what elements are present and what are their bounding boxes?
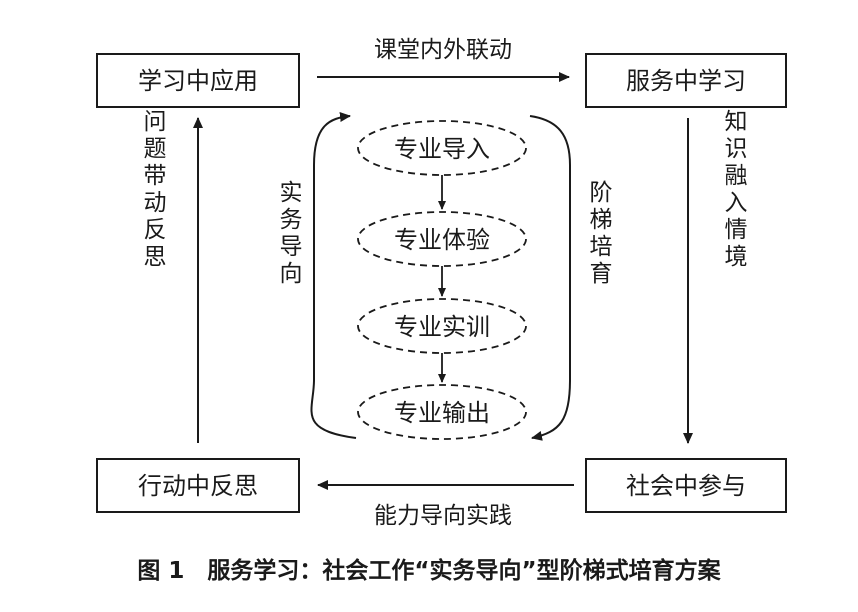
figure-caption: 图 1 服务学习：社会工作“实务导向”型阶梯式培育方案 — [137, 557, 721, 584]
stage-3: 专业实训 — [357, 298, 527, 354]
box-bottom-right-label: 社会中参与 — [626, 472, 746, 500]
top-edge-label: 课堂内外联动 — [374, 37, 512, 63]
box-top-right: 服务中学习 — [585, 53, 787, 108]
inner-left-vertical-label: 实务导向 — [275, 180, 302, 288]
box-top-left: 学习中应用 — [96, 53, 300, 108]
stage-1-label: 专业导入 — [394, 135, 490, 163]
box-bottom-left-label: 行动中反思 — [138, 472, 258, 500]
bottom-edge-label: 能力导向实践 — [374, 503, 512, 529]
box-bottom-right: 社会中参与 — [585, 458, 787, 513]
box-top-right-label: 服务中学习 — [626, 67, 746, 95]
box-top-left-label: 学习中应用 — [138, 67, 258, 95]
right-vertical-label: 知识融入情境 — [720, 109, 748, 271]
stage-2-label: 专业体验 — [394, 226, 490, 254]
inner-right-curve — [529, 115, 571, 441]
stage-2: 专业体验 — [357, 211, 527, 267]
stage-3-label: 专业实训 — [394, 313, 490, 341]
inner-right-vertical-label: 阶梯培育 — [585, 180, 613, 288]
stage-4: 专业输出 — [357, 384, 527, 440]
box-bottom-left: 行动中反思 — [96, 458, 300, 513]
inner-left-curve — [310, 112, 357, 439]
left-vertical-label: 问题带动反思 — [139, 109, 167, 271]
stage-1: 专业导入 — [357, 120, 527, 176]
stage-4-label: 专业输出 — [394, 399, 490, 427]
